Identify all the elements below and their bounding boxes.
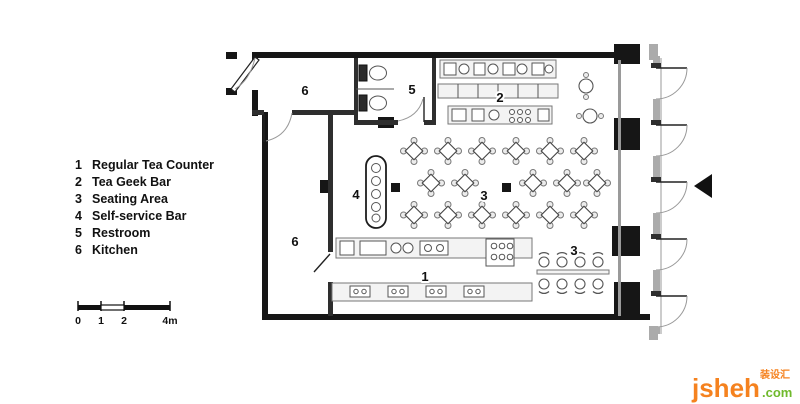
legend-item-number: 6 [75, 243, 82, 257]
bar-stool [556, 251, 568, 268]
toilet-bowl [369, 65, 387, 81]
dining-table [399, 200, 429, 230]
dining-table [535, 136, 565, 166]
legend: 1 Regular Tea Counter 2 Tea Geek Bar 3 Seat… [75, 158, 214, 257]
bar-stool [538, 251, 550, 268]
area-label-tea-geek-bar: 2 [496, 90, 503, 105]
bar-stool [592, 251, 604, 268]
legend-item-label: Regular Tea Counter [92, 158, 214, 172]
dining-table [450, 168, 480, 198]
dining-table [433, 136, 463, 166]
legend-item: 4 Self-service Bar [75, 209, 187, 223]
dining-table [518, 168, 548, 198]
entrance-door-leaf [230, 56, 260, 93]
legend-item-number: 5 [75, 226, 82, 240]
legend-item-label: Seating Area [92, 192, 169, 206]
legend-item-label: Self-service Bar [92, 209, 187, 223]
toilet-bowl [369, 95, 387, 111]
column [502, 183, 511, 192]
legend-item: 2 Tea Geek Bar [75, 175, 171, 189]
area-label-kitchen-left: 6 [291, 234, 298, 249]
dining-table [569, 136, 599, 166]
facade-doors [649, 44, 688, 340]
dining-table [552, 168, 582, 198]
area-label-tea-counter: 1 [421, 269, 428, 284]
door-swing-arc [397, 98, 424, 122]
restroom [356, 64, 394, 112]
column [614, 118, 640, 150]
bar-stools [536, 251, 610, 295]
kitchen-strip-door-leaf [313, 253, 331, 273]
legend-item-number: 3 [75, 192, 82, 206]
entrance-jamb [226, 88, 237, 95]
round-table [578, 78, 594, 94]
bar-stool [556, 278, 568, 295]
scale-tick-label: 1 [98, 315, 104, 327]
entrance-jamb [226, 52, 237, 59]
entrance-arrow [694, 174, 712, 198]
area-label-kitchen-top: 6 [301, 83, 308, 98]
dining-table [467, 200, 497, 230]
dining-table [433, 200, 463, 230]
door-swing-arc [234, 57, 256, 90]
bar-stool [592, 278, 604, 295]
legend-item: 6 Kitchen [75, 243, 138, 257]
legend-item-label: Restroom [92, 226, 150, 240]
scale-tick-label: 4m [162, 315, 177, 327]
regular-tea-counter [331, 237, 533, 302]
scale-tick-label: 2 [121, 315, 127, 327]
bar-stool [538, 278, 550, 295]
watermark-brand: jsheh [691, 373, 760, 403]
dining-table [467, 136, 497, 166]
legend-item: 5 Restroom [75, 226, 150, 240]
legend-item-number: 4 [75, 209, 82, 223]
area-label-self-service-bar: 4 [352, 187, 360, 202]
watermark: jsheh .com 装设汇 [691, 368, 792, 403]
column [391, 183, 400, 192]
column [612, 226, 640, 256]
dining-table [501, 136, 531, 166]
scale-bar: 0 1 2 4m [75, 301, 178, 327]
floor-plan: 6 5 2 4 3 6 1 3 [226, 44, 712, 340]
doors [230, 56, 425, 273]
scale-tick-label: 0 [75, 315, 81, 327]
watermark-chinese-text: 装设汇 [759, 368, 790, 381]
interior-walls [252, 58, 621, 316]
watermark-tld: .com [762, 385, 792, 400]
dining-table [582, 168, 612, 198]
stool-counter [536, 269, 610, 275]
dining-table [501, 200, 531, 230]
legend-item-number: 1 [75, 158, 82, 172]
dining-table [569, 200, 599, 230]
door-swing-arc [265, 112, 293, 142]
legend-item: 3 Seating Area [75, 192, 169, 206]
legend-item-number: 2 [75, 175, 82, 189]
area-label-restroom: 5 [408, 82, 415, 97]
column [614, 44, 640, 64]
legend-item-label: Kitchen [92, 243, 138, 257]
column [614, 282, 640, 316]
plan-labels: 6 5 2 4 3 6 1 3 [289, 80, 579, 286]
self-service-bar [365, 155, 387, 229]
dining-table [535, 200, 565, 230]
toilet-cistern [358, 64, 368, 82]
dining-table [399, 136, 429, 166]
legend-item-label: Tea Geek Bar [92, 175, 171, 189]
scale-segment [100, 304, 125, 311]
round-table [582, 108, 598, 124]
area-label-seating-main: 3 [480, 188, 487, 203]
bar-stool [574, 278, 586, 295]
scale-segment [124, 305, 170, 310]
scale-segment [78, 305, 101, 310]
dining-table [416, 168, 446, 198]
tea-geek-bar [437, 59, 559, 125]
legend-item: 1 Regular Tea Counter [75, 158, 214, 172]
round-tables [576, 72, 604, 124]
area-label-seating-right: 3 [570, 243, 577, 258]
toilet-cistern [358, 94, 368, 112]
